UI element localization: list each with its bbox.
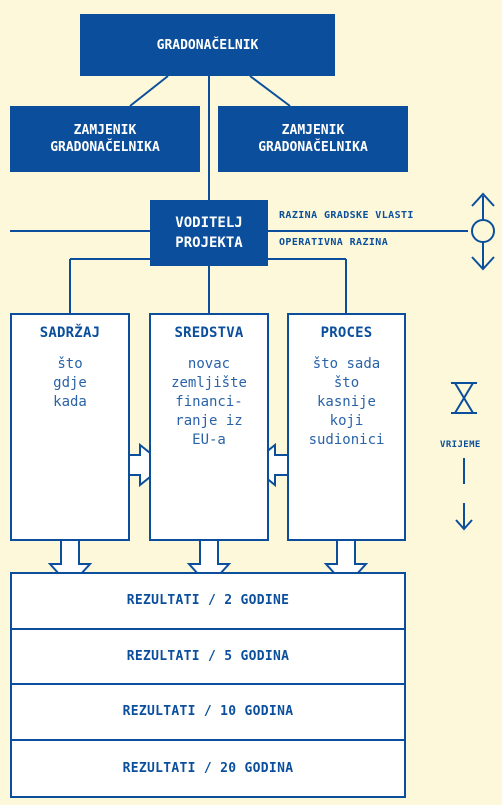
column-resources: SREDSTVA novac zemljište financi- ranje …: [149, 313, 269, 541]
mayor-box: GRADONAČELNIK: [80, 14, 335, 76]
result-row-5-years: REZULTATI / 5 GODINA: [12, 630, 404, 685]
level-switch-icon: [471, 192, 495, 271]
hourglass-icon: [451, 382, 477, 414]
results-table: REZULTATI / 2 GODINE REZULTATI / 5 GODIN…: [10, 572, 406, 798]
project-lead-label: VODITELJ PROJEKTA: [175, 215, 243, 251]
column-resources-items: novac zemljište financi- ranje iz EU-a: [171, 356, 247, 448]
column-content-title: SADRŽAJ: [39, 325, 101, 341]
column-process-items: što sada što kasnije koji sudionici: [308, 356, 385, 448]
time-arrow-icon: [455, 458, 473, 531]
city-level-label: RAZINA GRADSKE VLASTI: [279, 210, 414, 221]
column-process: PROCES što sada što kasnije koji sudioni…: [287, 313, 406, 541]
column-content-items: što gdje kada: [53, 356, 87, 410]
result-row-10-years: REZULTATI / 10 GODINA: [12, 685, 404, 741]
time-label: VRIJEME: [440, 440, 481, 450]
deputy-left-label: ZAMJENIK GRADONAČELNIKA: [50, 123, 160, 155]
deputy-right-label: ZAMJENIK GRADONAČELNIKA: [258, 123, 368, 155]
operative-level-label: OPERATIVNA RAZINA: [279, 237, 389, 248]
column-resources-title: SREDSTVA: [174, 325, 244, 341]
result-row-20-years: REZULTATI / 20 GODINA: [122, 760, 294, 776]
result-row-2-years: REZULTATI / 2 GODINE: [12, 574, 404, 630]
project-lead-box: VODITELJ PROJEKTA: [150, 200, 268, 266]
mayor-label: GRADONAČELNIK: [156, 37, 259, 53]
column-content: SADRŽAJ što gdje kada: [10, 313, 130, 541]
deputy-right-box: ZAMJENIK GRADONAČELNIKA: [218, 106, 408, 172]
deputy-left-box: ZAMJENIK GRADONAČELNIKA: [10, 106, 200, 172]
column-process-title: PROCES: [320, 325, 373, 341]
